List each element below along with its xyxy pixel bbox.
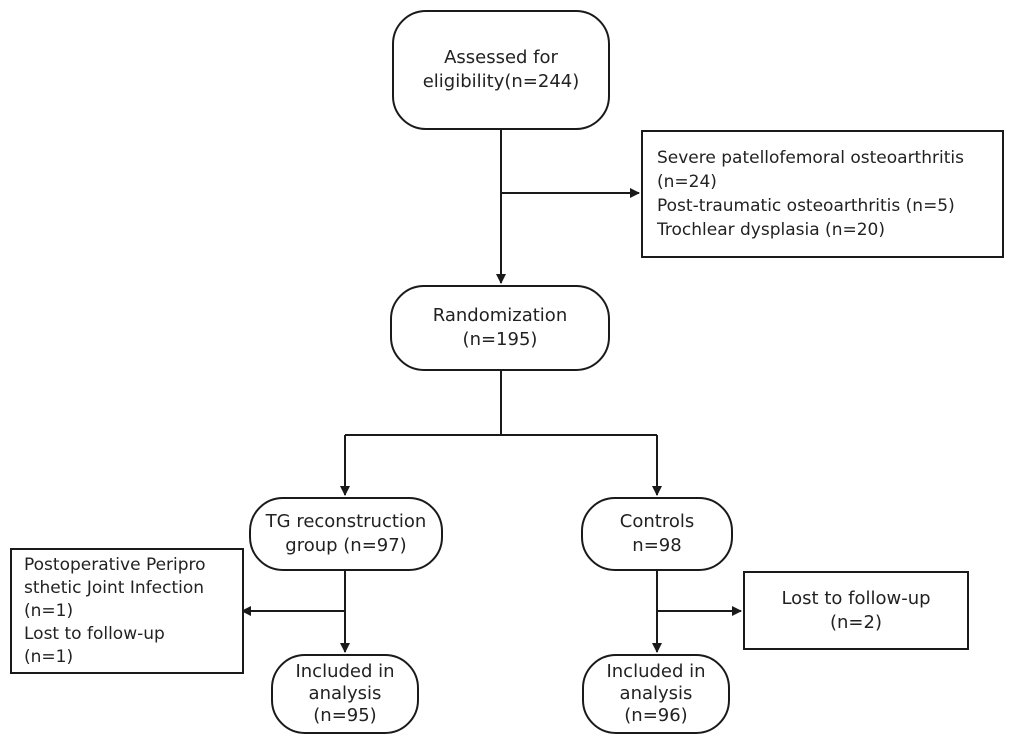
exclusion-line-1: Severe patellofemoral osteoarthritis [657,148,964,168]
tg-analysis-line-3: (n=95) [313,705,377,726]
tg-excluded-line-3: (n=1) [24,600,74,621]
tg-excluded-line-2: sthetic Joint Infection [24,577,205,598]
controls-excluded-box: Lost to follow-up (n=2) [743,571,969,650]
exclusion-line-4: Trochlear dysplasia (n=20) [657,220,885,240]
controls-box: Controls n=98 [581,497,733,571]
assessed-line-1: Assessed for [444,47,558,68]
controls-analysis-line-3: (n=96) [624,705,688,726]
assessed-line-2: eligibility(n=244) [422,71,580,92]
randomization-line-1: Randomization [432,305,568,326]
tg-group-line-1: TG reconstruction [265,511,427,532]
tg-analysis-line-1: Included in [295,661,395,682]
controls-excluded-line-2: (n=2) [830,611,882,633]
tg-analysis-line-2: analysis [308,683,382,704]
tg-excluded-box: Postoperative Peripro sthetic Joint Infe… [10,548,244,674]
randomization-box: Randomization (n=195) [390,285,610,371]
exclusion-line-3: Post-traumatic osteoarthritis (n=5) [657,196,955,216]
tg-excluded-line-1: Postoperative Peripro [24,554,206,575]
exclusion-box: Severe patellofemoral osteoarthritis (n=… [641,130,1004,258]
controls-analysis-line-2: analysis [619,683,693,704]
tg-group-box: TG reconstruction group (n=97) [249,497,443,571]
tg-excluded-line-5: (n=1) [24,646,74,667]
tg-excluded-line-4: Lost to follow-up [24,623,165,644]
assessed-eligibility-box: Assessed for eligibility(n=244) [392,10,610,130]
randomization-line-2: (n=195) [462,329,538,350]
controls-analysis-box: Included in analysis (n=96) [582,654,730,734]
controls-line-1: Controls [619,511,695,532]
tg-analysis-box: Included in analysis (n=95) [271,654,419,734]
tg-group-line-2: group (n=97) [285,535,407,556]
controls-excluded-line-1: Lost to follow-up [781,587,931,609]
controls-line-2: n=98 [632,535,682,556]
exclusion-line-2: (n=24) [657,172,717,192]
controls-analysis-line-1: Included in [606,661,706,682]
